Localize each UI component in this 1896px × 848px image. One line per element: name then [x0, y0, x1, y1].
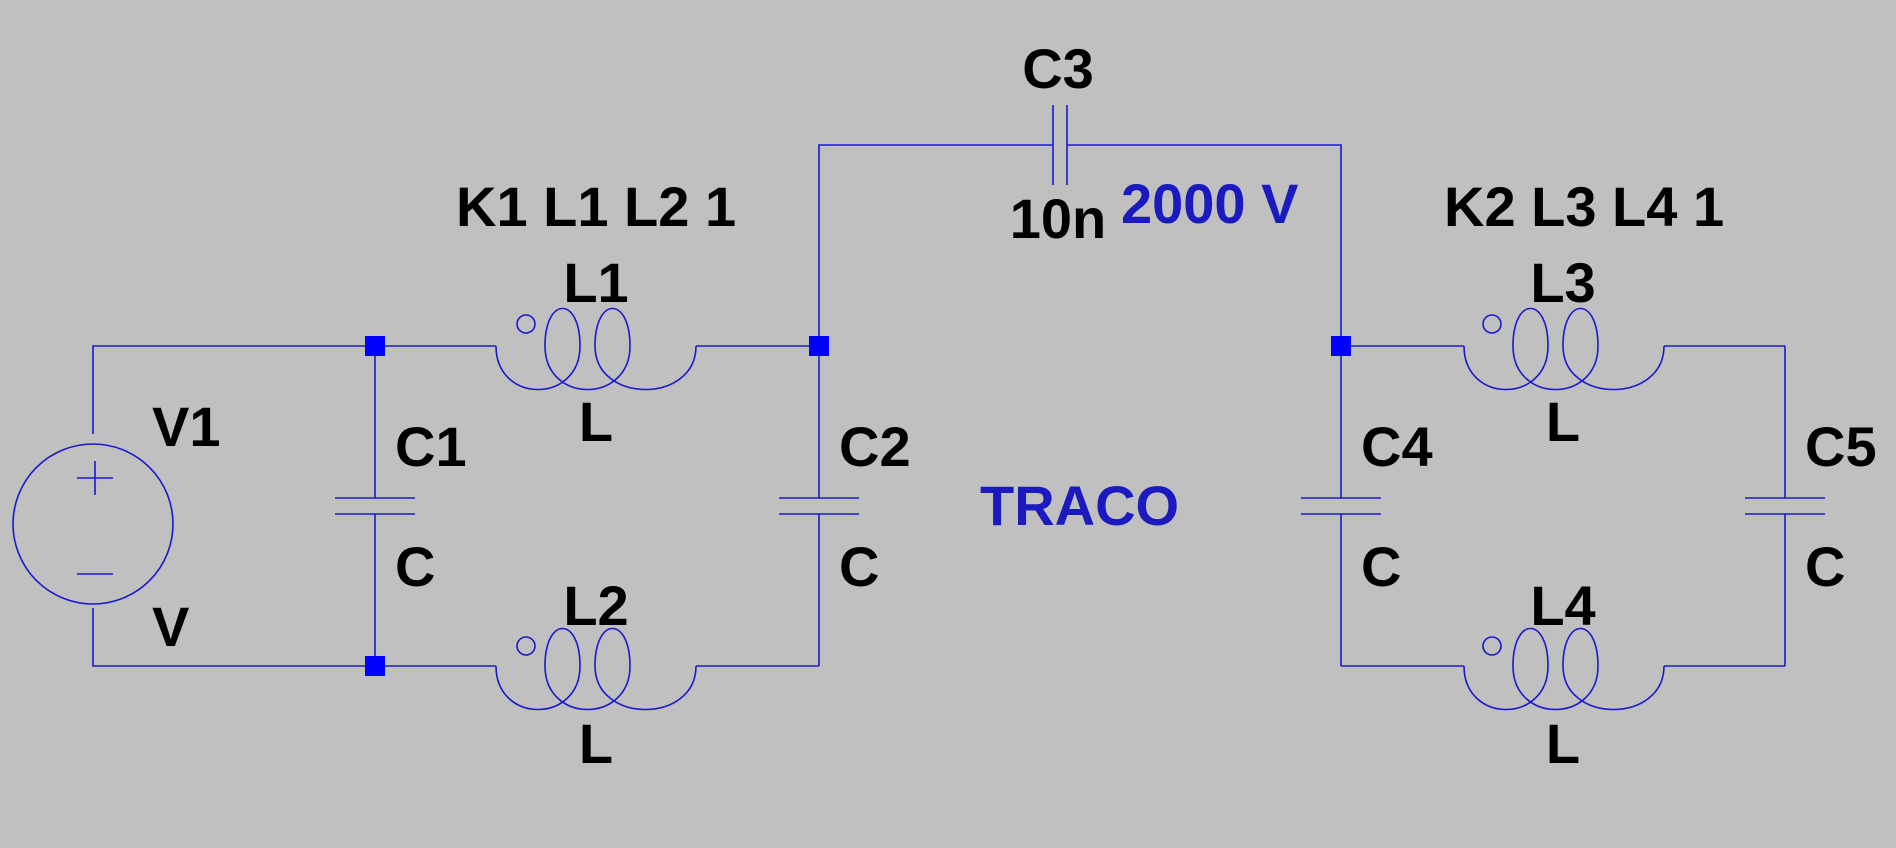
spice-directives: K1 L1 L2 1 K2 L3 L4 1 2000 V TRACO: [456, 172, 1724, 537]
c4-name-label: C4: [1361, 415, 1433, 478]
junction-node: [809, 336, 829, 356]
c3-name-label: C3: [1022, 37, 1094, 100]
coupling-directive-k1: K1 L1 L2 1: [456, 175, 736, 238]
l1-name-label: L1: [563, 251, 628, 314]
l4-value-label: L: [1546, 712, 1580, 775]
c1-name-label: C1: [395, 415, 467, 478]
l3-name-label: L3: [1530, 251, 1595, 314]
c5-value-label: C: [1805, 535, 1845, 598]
polarity-dot-icon: [516, 636, 536, 656]
v1-name-label: V1: [152, 395, 221, 458]
junction-nodes: [365, 336, 1351, 676]
l1-value-label: L: [579, 390, 613, 453]
c2-name-label: C2: [839, 415, 911, 478]
c3-value-label: 10n: [1010, 187, 1107, 250]
coupling-directive-k2: K2 L3 L4 1: [1444, 175, 1724, 238]
c1-value-label: C: [395, 535, 435, 598]
polarity-dot-icon: [516, 314, 536, 334]
inductor-l4-symbol: [1463, 627, 1665, 711]
wire-v1-top: [92, 345, 375, 434]
l2-name-label: L2: [563, 574, 628, 637]
inductor-l3-symbol: [1463, 307, 1665, 391]
net-label-traco: TRACO: [980, 474, 1179, 537]
voltage-source-v1-symbol: [12, 443, 174, 605]
wires: [92, 144, 1786, 667]
c5-name-label: C5: [1805, 415, 1877, 478]
junction-node: [365, 336, 385, 356]
wire-c3-right: [1067, 144, 1342, 346]
c4-value-label: C: [1361, 535, 1401, 598]
v1-value-label: V: [152, 595, 189, 658]
inductor-l2-symbol: [495, 627, 697, 711]
capacitor-c4-symbol: [1301, 497, 1381, 515]
l3-value-label: L: [1546, 390, 1580, 453]
capacitor-c1-symbol: [335, 497, 415, 515]
capacitor-c3-symbol: [1052, 105, 1068, 185]
junction-node: [365, 656, 385, 676]
l4-name-label: L4: [1530, 574, 1595, 637]
wire-c3-left: [818, 144, 1053, 346]
component-labels: V1 V C1 C C2 C C3 10n C4 C C5 C L1 L L2 …: [152, 37, 1877, 775]
c2-value-label: C: [839, 535, 879, 598]
l2-value-label: L: [579, 712, 613, 775]
polarity-dot-icon: [1482, 636, 1502, 656]
capacitor-c5-symbol: [1745, 497, 1825, 515]
voltage-annotation: 2000 V: [1121, 172, 1299, 235]
junction-node: [1331, 336, 1351, 356]
polarity-dot-icon: [1482, 314, 1502, 334]
inductor-l1-symbol: [495, 307, 697, 391]
capacitor-c2-symbol: [779, 497, 859, 515]
wire-v1-bottom: [92, 608, 375, 667]
